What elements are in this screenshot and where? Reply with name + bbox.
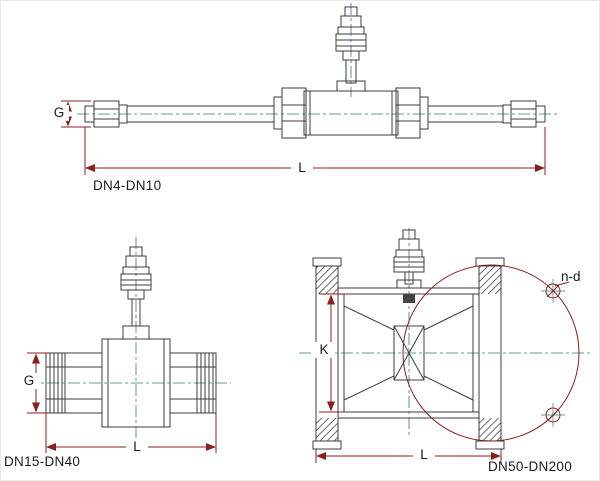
dn15-dn40-drawing [26, 237, 231, 453]
sensor-assembly [335, 6, 367, 92]
flange-hatching [316, 266, 501, 441]
dimension-l [84, 127, 546, 175]
dimension-label-l-top: L [291, 160, 313, 176]
dimension-label-g-top: G [49, 105, 69, 121]
meter-body [273, 87, 429, 139]
dn50-dn200-drawing [299, 228, 593, 463]
dn4-dn10-drawing [61, 3, 557, 175]
dimension-l [315, 449, 502, 463]
centerlines [77, 3, 557, 115]
dimension-label-g-bottom-left: G [19, 373, 39, 389]
dimension-label-n-d: n-d [561, 269, 581, 284]
centerlines [299, 228, 593, 438]
centerlines [26, 237, 231, 443]
dimension-label-l-bottom-left: L [126, 439, 148, 455]
dimension-label-l-bottom-right: L [413, 447, 435, 463]
turbine-internals [343, 294, 474, 401]
sensor-assembly [393, 229, 425, 289]
meter-body [45, 338, 217, 428]
caption-dn50-dn200: DN50-DN200 [488, 459, 573, 474]
sensor-assembly [120, 246, 152, 340]
caption-dn15-dn40: DN15-DN40 [4, 454, 81, 469]
dimension-label-k: K [314, 342, 334, 358]
bolt-circle [402, 264, 580, 442]
right-end-fitting [502, 100, 546, 128]
left-end-fitting [84, 100, 128, 128]
caption-dn4-dn10: DN4-DN10 [93, 178, 162, 193]
